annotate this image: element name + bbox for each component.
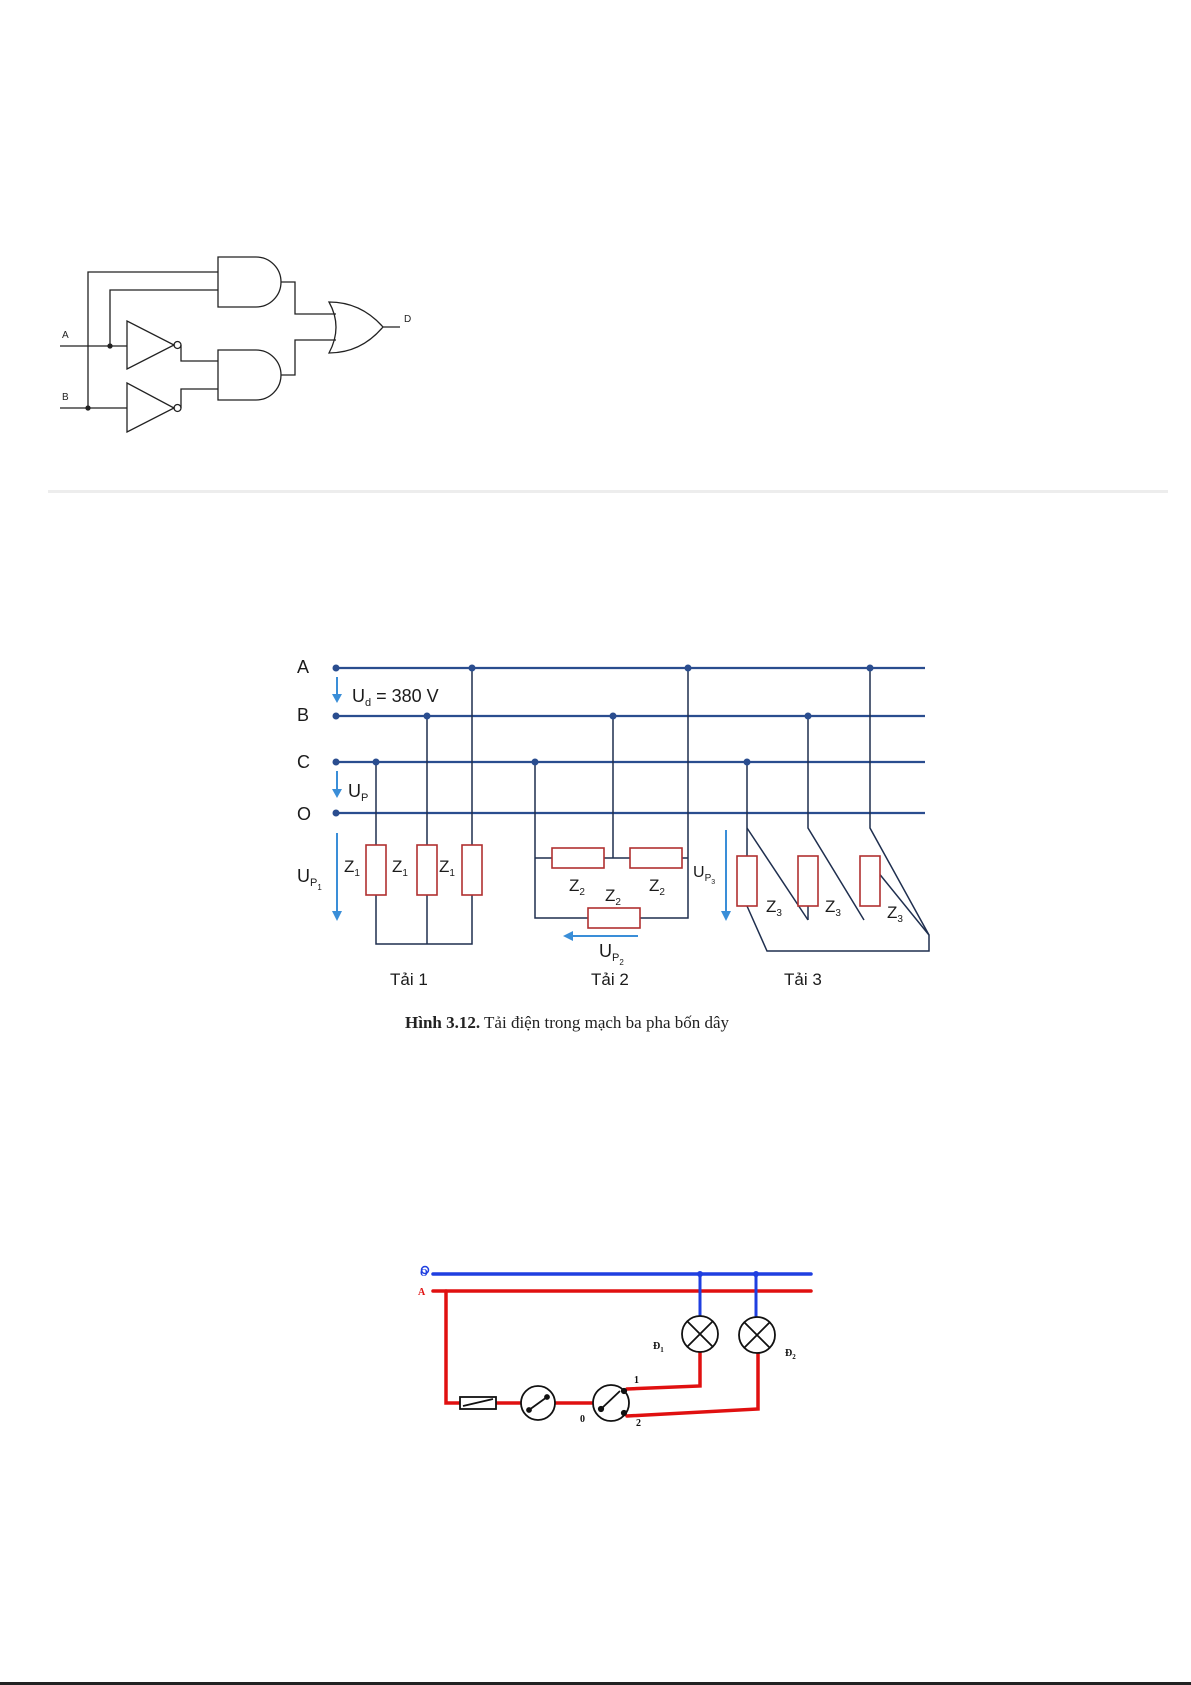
resistor-z2-left <box>552 848 604 868</box>
figure-caption: Hình 3.12. Tải điện trong mạch ba pha bố… <box>405 1013 730 1032</box>
node-a-start <box>333 665 340 672</box>
up2-label: UP2 <box>599 941 624 967</box>
node-l3-b <box>805 713 812 720</box>
lamp1-label: Đ1 <box>653 1341 664 1354</box>
output-d-label: D <box>404 314 411 325</box>
logic-circuit-diagram <box>60 257 400 432</box>
z3-label-2: Z3 <box>825 897 841 919</box>
lamp1-node <box>697 1271 703 1277</box>
resistor-z1-mid <box>417 845 437 895</box>
node-l2-a <box>685 665 692 672</box>
resistor-z3-2 <box>798 856 818 906</box>
node-l2-b <box>610 713 617 720</box>
position-2-label: 2 <box>636 1418 641 1429</box>
wire-nota-to-and2 <box>181 345 218 361</box>
position-1-label: 1 <box>634 1375 639 1386</box>
z2-label-right: Z2 <box>649 876 665 898</box>
node-b-start <box>333 713 340 720</box>
line-label-a: A <box>297 657 309 677</box>
position-0-label: 0 <box>580 1414 585 1425</box>
load2-label: Tải 2 <box>591 970 629 989</box>
z1-label-1: Z1 <box>344 857 360 879</box>
z1-label-2: Z1 <box>392 857 408 879</box>
z2-label-bottom: Z2 <box>605 886 621 908</box>
resistor-z2-right <box>630 848 682 868</box>
junction-b <box>86 406 90 410</box>
resistor-z1-left <box>366 845 386 895</box>
phase-drop-wire <box>446 1291 460 1403</box>
wire-b-to-and1 <box>88 272 218 408</box>
lamp2-node <box>753 1271 759 1277</box>
junction-a <box>108 344 112 348</box>
node-l2-c <box>532 759 539 766</box>
lamp2-return-wire <box>627 1353 758 1416</box>
line-label-b: B <box>297 705 309 725</box>
z3-label-3: Z3 <box>887 903 903 925</box>
wire-and1-to-or <box>281 282 336 314</box>
input-a-label: A <box>62 330 69 341</box>
section-divider <box>48 490 1168 493</box>
wire-a-to-and1 <box>110 290 218 346</box>
resistor-z1-right <box>462 845 482 895</box>
z1-label-3: Z1 <box>439 857 455 879</box>
wire-and2-to-or <box>281 340 336 375</box>
input-b-label: B <box>62 392 69 403</box>
lamp2-label: Đ2 <box>785 1348 796 1361</box>
node-l1-c <box>373 759 380 766</box>
z3-label-1: Z3 <box>766 897 782 919</box>
not-gate-a <box>127 321 174 369</box>
node-l1-b <box>424 713 431 720</box>
load1-label: Tải 1 <box>390 970 428 989</box>
resistor-z3-3 <box>860 856 880 906</box>
and-gate-1 <box>218 257 281 307</box>
node-l3-a <box>867 665 874 672</box>
and-gate-2 <box>218 350 281 400</box>
node-c-start <box>333 759 340 766</box>
line-label-c: C <box>297 752 310 772</box>
phase-label: A <box>418 1287 426 1298</box>
not-gate-b <box>127 383 174 432</box>
wire-notb-to-and2 <box>181 389 218 408</box>
line-label-o: O <box>297 804 311 824</box>
resistor-z3-1 <box>737 856 757 906</box>
load2-wire-a <box>640 668 688 918</box>
load3-label: Tải 3 <box>784 970 822 989</box>
up3-label: UP3 <box>693 864 715 886</box>
resistor-z2-bottom <box>588 908 640 928</box>
line-voltage-label: Ud = 380 V <box>352 686 439 709</box>
phase-voltage-label: UP <box>348 781 368 804</box>
z2-label-left: Z2 <box>569 876 585 898</box>
node-l1-a <box>469 665 476 672</box>
up1-label: UP1 <box>297 866 322 892</box>
load1-neutral-bottom <box>376 893 472 944</box>
node-o-start <box>333 810 340 817</box>
node-l3-c <box>744 759 751 766</box>
neutral-label: O <box>420 1268 428 1279</box>
or-gate <box>329 302 383 353</box>
